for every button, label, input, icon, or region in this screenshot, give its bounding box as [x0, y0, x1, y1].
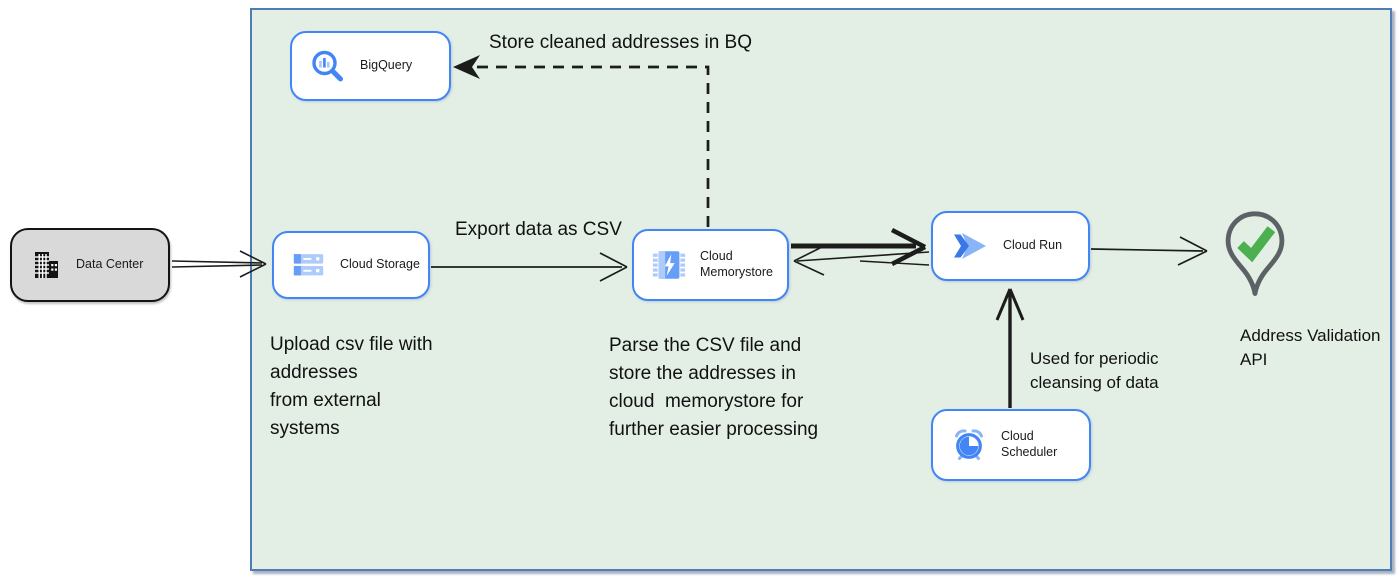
storage-bars-icon	[291, 250, 327, 280]
node-cloud-memorystore: Cloud Memorystore	[632, 229, 789, 301]
node-cloud-scheduler-label: Cloud Scheduler	[1001, 429, 1058, 459]
node-data-center-label: Data Center	[76, 257, 144, 272]
node-bigquery: BigQuery	[290, 31, 451, 101]
location-pin-check-icon	[1221, 209, 1289, 312]
node-cloud-run: Cloud Run	[931, 211, 1090, 281]
building-icon	[29, 248, 63, 282]
edge-label-periodic-cleansing: Used for periodic cleansing of data	[1030, 349, 1159, 392]
node-address-validation-api-label: Address Validation API	[1240, 326, 1381, 369]
annotation-upload-note: Upload csv file with addresses from exte…	[270, 334, 433, 439]
memory-chip-bolt-icon	[651, 247, 687, 283]
node-bigquery-label: BigQuery	[360, 58, 413, 73]
node-data-center: Data Center	[10, 228, 170, 302]
node-cloud-storage: Cloud Storage	[272, 231, 430, 299]
edge-label-store-cleaned: Store cleaned addresses in BQ	[489, 32, 752, 53]
run-chevrons-icon	[950, 229, 990, 263]
node-cloud-storage-label: Cloud Storage	[340, 257, 420, 272]
node-cloud-memorystore-label: Cloud Memorystore	[700, 249, 773, 279]
node-cloud-run-label: Cloud Run	[1003, 238, 1063, 253]
node-cloud-scheduler: Cloud Scheduler	[931, 409, 1091, 481]
alarm-clock-icon	[950, 427, 988, 463]
annotation-parse-note: Parse the CSV file and store the address…	[609, 335, 819, 440]
cloud-boundary	[250, 8, 1392, 571]
edge-label-export-csv: Export data as CSV	[455, 219, 622, 240]
bigquery-icon	[309, 48, 347, 84]
